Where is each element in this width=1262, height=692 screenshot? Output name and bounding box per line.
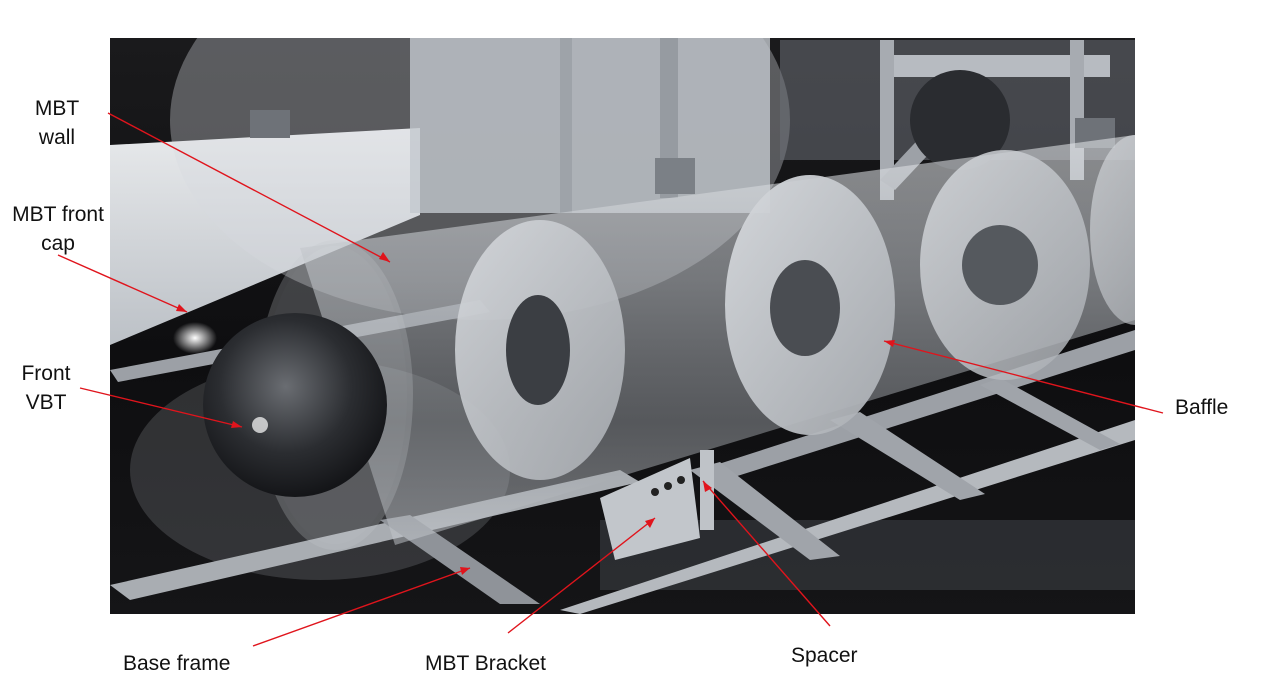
leader-lines: [57, 112, 1164, 647]
arrowhead-front-vbt: [231, 421, 242, 428]
leader-mbt-wall: [107, 112, 391, 263]
arrowhead-baffle: [884, 340, 895, 347]
leader-mbt-front-cap: [57, 254, 188, 313]
leader-base-frame: [252, 567, 471, 647]
arrowhead-base-frame: [460, 567, 470, 575]
label-front-vbt: Front VBT: [21, 362, 71, 414]
label-mbt-front-cap: MBT front cap: [12, 203, 104, 255]
label-spacer: Spacer: [791, 644, 858, 667]
arrowhead-mbt-front-cap: [176, 304, 187, 312]
label-baffle: Baffle: [1175, 396, 1229, 419]
leader-spacer: [702, 480, 831, 627]
label-mbt-wall: MBT wall: [34, 97, 80, 149]
leader-front-vbt: [79, 387, 243, 428]
leader-mbt-bracket: [507, 517, 656, 634]
baffles: [455, 135, 1135, 480]
label-base-frame: Base frame: [123, 652, 231, 675]
upper-hull: [110, 128, 420, 345]
front-vbt-shape: [203, 313, 387, 497]
label-mbt-bracket: MBT Bracket: [425, 652, 546, 675]
render-image: [110, 38, 1135, 614]
leader-baffle: [883, 340, 1164, 414]
upper-box: [410, 38, 770, 213]
arrowhead-spacer: [703, 481, 712, 492]
arrowhead-mbt-bracket: [645, 518, 655, 528]
arrowhead-mbt-wall: [379, 252, 390, 262]
mbt-bracket-shape: [600, 458, 700, 560]
